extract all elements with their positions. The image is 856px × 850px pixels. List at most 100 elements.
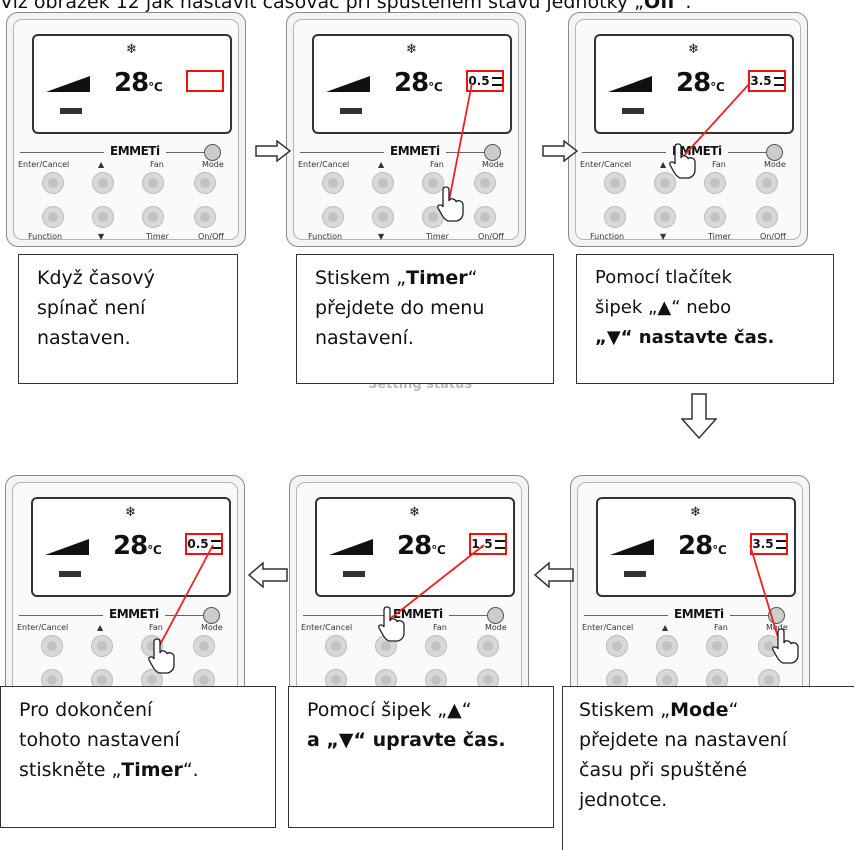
caption-line: Stiskem „Timer“ bbox=[315, 267, 478, 289]
lcd-display: ❄ 28℃ bbox=[32, 34, 232, 134]
panel-inner: ❄ 28℃ EMMETi Enter/Cancel ▲ Fan Mode Fun… bbox=[13, 19, 239, 241]
caption-line: šipek „▲“ nebo bbox=[595, 297, 732, 318]
divider bbox=[20, 152, 104, 153]
function-label: Function bbox=[308, 232, 343, 241]
enter-cancel-label: Enter/Cancel bbox=[18, 160, 70, 169]
timer-button[interactable] bbox=[142, 206, 164, 228]
mode-button[interactable] bbox=[477, 635, 499, 657]
mode-label: Mode bbox=[764, 160, 786, 169]
enter-cancel-button[interactable] bbox=[322, 172, 344, 194]
enter-cancel-button[interactable] bbox=[604, 172, 626, 194]
fan-button[interactable] bbox=[706, 635, 728, 657]
divider bbox=[728, 152, 766, 153]
enter-cancel-button[interactable] bbox=[41, 635, 63, 657]
up-button[interactable] bbox=[372, 172, 394, 194]
mode-button[interactable] bbox=[474, 172, 496, 194]
enter-cancel-button[interactable] bbox=[325, 635, 347, 657]
mode-label: Mode bbox=[202, 160, 224, 169]
lcd-display: ❄ 28℃ 0.5 bbox=[31, 497, 231, 597]
divider bbox=[449, 615, 487, 616]
fan-button[interactable] bbox=[422, 172, 444, 194]
enter-cancel-label: Enter/Cancel bbox=[301, 623, 353, 632]
caption-2: Stiskem „Timer“ přejdete do menu nastave… bbox=[296, 254, 554, 384]
mode-indicator-icon bbox=[60, 108, 82, 114]
on-off-button[interactable] bbox=[474, 206, 496, 228]
fan-label: Fan bbox=[430, 160, 444, 169]
fan-speed-icon bbox=[46, 76, 90, 92]
brand-logo: EMMETi bbox=[110, 144, 160, 158]
timer-bars-icon bbox=[775, 540, 786, 549]
fan-speed-icon bbox=[610, 539, 654, 555]
timer-bars-icon bbox=[773, 77, 784, 86]
mode-indicator-icon bbox=[340, 108, 362, 114]
on-off-button[interactable] bbox=[194, 206, 216, 228]
indicator-light bbox=[203, 607, 220, 624]
controller-panel: ❄ 28℃ 3.5 EMMETi Enter/Cancel ▲ Fan Mode… bbox=[568, 12, 808, 247]
on-off-button[interactable] bbox=[193, 669, 215, 691]
up-button[interactable] bbox=[91, 635, 113, 657]
down-button[interactable] bbox=[654, 206, 676, 228]
mode-button[interactable] bbox=[193, 635, 215, 657]
mode-label: Mode bbox=[482, 160, 504, 169]
fan-label: Fan bbox=[714, 623, 728, 632]
arrow-right-icon bbox=[255, 140, 291, 162]
mode-indicator-icon bbox=[622, 108, 644, 114]
function-button[interactable] bbox=[325, 669, 347, 691]
temperature-readout: 28℃ bbox=[678, 531, 727, 561]
fan-icon: ❄ bbox=[690, 505, 701, 520]
caption-line: „▼“ nastavte čas. bbox=[595, 327, 775, 348]
fan-button[interactable] bbox=[425, 635, 447, 657]
timer-button[interactable] bbox=[706, 669, 728, 691]
timer-readout: 3.5 bbox=[748, 70, 786, 92]
enter-cancel-label: Enter/Cancel bbox=[17, 623, 69, 632]
indicator-light bbox=[487, 607, 504, 624]
controller-panel: ❄ 28℃ EMMETi Enter/Cancel ▲ Fan Mode Fun… bbox=[6, 12, 246, 247]
up-button[interactable] bbox=[656, 635, 678, 657]
mode-label: Mode bbox=[766, 623, 788, 632]
controller-panel: ❄ 28℃ 0.5 EMMETi Enter/Cancel ▲ Fan Mode… bbox=[286, 12, 526, 247]
function-button[interactable] bbox=[42, 206, 64, 228]
on-off-label: On/Off bbox=[478, 232, 504, 241]
timer-button[interactable] bbox=[704, 206, 726, 228]
lcd-display: ❄ 28℃ 3.5 bbox=[596, 497, 796, 597]
mode-button[interactable] bbox=[194, 172, 216, 194]
timer-readout: 0.5 bbox=[185, 533, 223, 555]
timer-bars-icon bbox=[494, 540, 505, 549]
caption-6: Pro dokončení tohoto nastavení stiskněte… bbox=[0, 686, 276, 828]
function-button[interactable] bbox=[322, 206, 344, 228]
header-end: “. bbox=[675, 0, 692, 13]
fan-button[interactable] bbox=[142, 172, 164, 194]
caption-3: Pomocí tlačítek šipek „▲“ nebo „▼“ nasta… bbox=[576, 254, 834, 384]
panel-inner: ❄ 28℃ 0.5 EMMETi Enter/Cancel ▲ Fan Mode… bbox=[12, 482, 238, 704]
on-off-button[interactable] bbox=[756, 206, 778, 228]
caption-line: jednotce. bbox=[579, 789, 668, 811]
function-label: Function bbox=[590, 232, 625, 241]
controller-panel: ❄ 28℃ 0.5 EMMETi Enter/Cancel ▲ Fan Mode… bbox=[5, 475, 245, 710]
fan-speed-icon bbox=[608, 76, 652, 92]
mode-label: Mode bbox=[485, 623, 507, 632]
arrow-down-icon bbox=[681, 393, 717, 439]
brand-logo: EMMETi bbox=[393, 607, 443, 621]
fan-label: Fan bbox=[149, 623, 163, 632]
function-button[interactable] bbox=[604, 206, 626, 228]
up-label: ▲ bbox=[660, 160, 667, 169]
divider bbox=[19, 615, 103, 616]
enter-cancel-label: Enter/Cancel bbox=[582, 623, 634, 632]
mode-indicator-icon bbox=[624, 571, 646, 577]
down-button[interactable] bbox=[92, 206, 114, 228]
caption-line: přejdete do menu bbox=[315, 297, 485, 319]
down-label: ▼ bbox=[378, 232, 385, 241]
enter-cancel-button[interactable] bbox=[606, 635, 628, 657]
caption-line: stiskněte „Timer“. bbox=[19, 759, 199, 781]
caption-line: přejdete na nastavení bbox=[579, 729, 788, 751]
enter-cancel-button[interactable] bbox=[42, 172, 64, 194]
mode-button[interactable] bbox=[756, 172, 778, 194]
fan-button[interactable] bbox=[704, 172, 726, 194]
up-button[interactable] bbox=[654, 172, 676, 194]
enter-cancel-label: Enter/Cancel bbox=[580, 160, 632, 169]
caption-line: tohoto nastavení bbox=[19, 729, 180, 751]
down-button[interactable] bbox=[372, 206, 394, 228]
up-button[interactable] bbox=[92, 172, 114, 194]
brand-logo: EMMETi bbox=[674, 607, 724, 621]
